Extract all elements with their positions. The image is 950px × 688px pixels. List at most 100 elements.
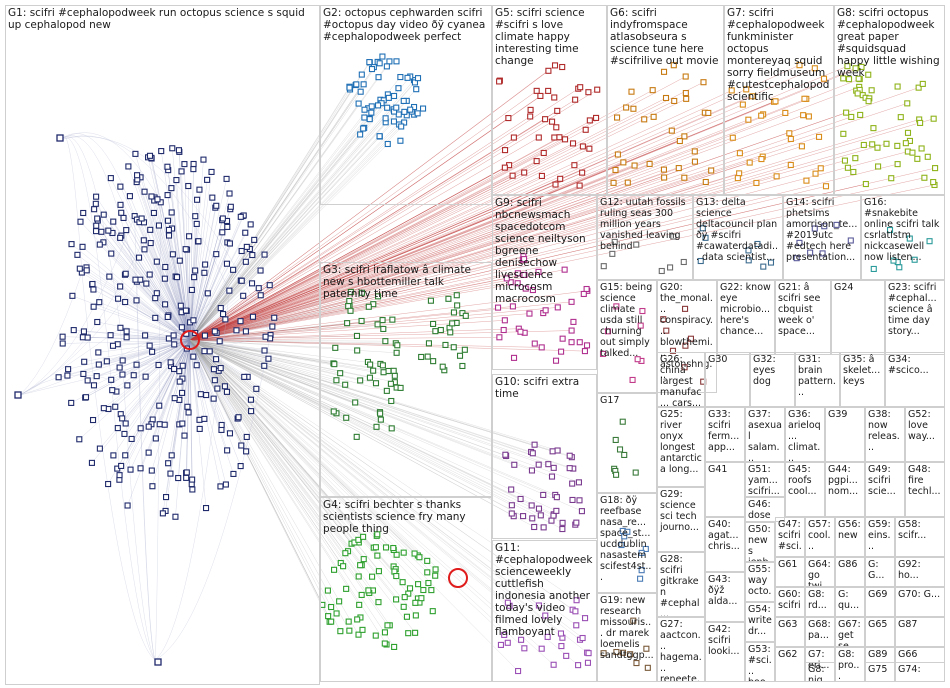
edge <box>133 339 191 376</box>
edge <box>189 339 378 556</box>
node <box>219 215 226 222</box>
edge <box>189 339 377 384</box>
node <box>366 116 373 123</box>
node <box>176 378 183 385</box>
node <box>171 341 178 348</box>
edge <box>189 303 374 341</box>
edge <box>189 324 378 341</box>
node <box>538 172 545 179</box>
node <box>328 603 335 611</box>
group-label: G40: agat... chris... <box>708 519 742 552</box>
node <box>165 460 172 467</box>
node <box>550 661 557 668</box>
node <box>400 549 407 556</box>
node <box>193 362 200 369</box>
node <box>529 450 536 457</box>
node <box>355 631 362 638</box>
node <box>355 100 362 107</box>
node <box>65 366 72 373</box>
node <box>419 105 427 112</box>
node <box>400 603 407 610</box>
node <box>168 209 175 216</box>
edge <box>126 229 191 341</box>
edge <box>189 339 558 451</box>
node <box>430 320 437 328</box>
edge <box>113 221 191 341</box>
group-panel-g80: G86 <box>835 557 865 587</box>
node <box>581 348 588 355</box>
node <box>915 84 922 91</box>
node <box>146 342 153 349</box>
edge <box>151 339 191 425</box>
node <box>380 325 387 333</box>
node <box>383 387 390 394</box>
node <box>162 263 169 271</box>
group-panel-g67: G67: get se... <box>835 617 865 647</box>
node <box>226 287 233 294</box>
edge <box>117 339 191 345</box>
edge <box>19 334 271 396</box>
edge <box>120 204 191 341</box>
node <box>105 480 112 488</box>
node <box>521 271 528 278</box>
node <box>553 124 560 131</box>
node <box>375 74 382 81</box>
edge <box>189 339 337 381</box>
node <box>178 168 185 175</box>
node <box>178 389 186 396</box>
group-panel-g32: G32: eyes dog <box>750 352 795 407</box>
node <box>223 388 231 395</box>
edge <box>189 76 686 341</box>
node <box>432 572 439 579</box>
node <box>209 194 216 201</box>
group-panel-g27: G27: aactcon... hagema... reneete... <box>657 617 705 682</box>
edge <box>189 100 675 341</box>
node <box>122 420 129 427</box>
edge <box>189 339 219 371</box>
node <box>658 267 665 275</box>
node <box>80 370 87 378</box>
node <box>127 466 134 473</box>
edge <box>189 100 384 341</box>
group-label: G53: #sci... boo... <box>748 644 772 681</box>
group-panel-g10: G10: scifri extra time <box>492 374 597 539</box>
edge <box>189 306 369 341</box>
edge <box>103 242 191 341</box>
node <box>432 328 439 335</box>
node <box>734 175 741 182</box>
node <box>123 328 130 335</box>
edge <box>189 339 387 645</box>
edge <box>189 339 323 606</box>
node <box>921 174 928 181</box>
node <box>204 290 211 297</box>
node <box>563 652 570 659</box>
edge <box>122 339 191 361</box>
node <box>454 302 461 309</box>
node <box>521 645 528 652</box>
node <box>865 98 872 105</box>
node <box>83 267 90 274</box>
edge <box>189 339 398 346</box>
node <box>108 250 115 257</box>
node <box>535 461 542 468</box>
node <box>208 168 215 175</box>
node <box>558 643 565 650</box>
group-label: G19: new research missouris... dr marek … <box>600 595 654 661</box>
edge <box>107 339 191 485</box>
edge <box>189 339 554 515</box>
node <box>449 320 456 327</box>
node <box>149 348 156 355</box>
edge <box>189 330 237 341</box>
node <box>184 403 191 410</box>
group-panel-g36: G36: arieloq... climat... <box>785 407 825 462</box>
node <box>165 232 173 239</box>
edge <box>189 339 387 548</box>
node <box>358 289 366 296</box>
edge <box>189 169 665 341</box>
node <box>115 295 122 302</box>
edge <box>160 202 191 341</box>
node <box>540 524 547 531</box>
node <box>754 240 761 248</box>
node <box>377 410 384 417</box>
node <box>515 667 522 675</box>
